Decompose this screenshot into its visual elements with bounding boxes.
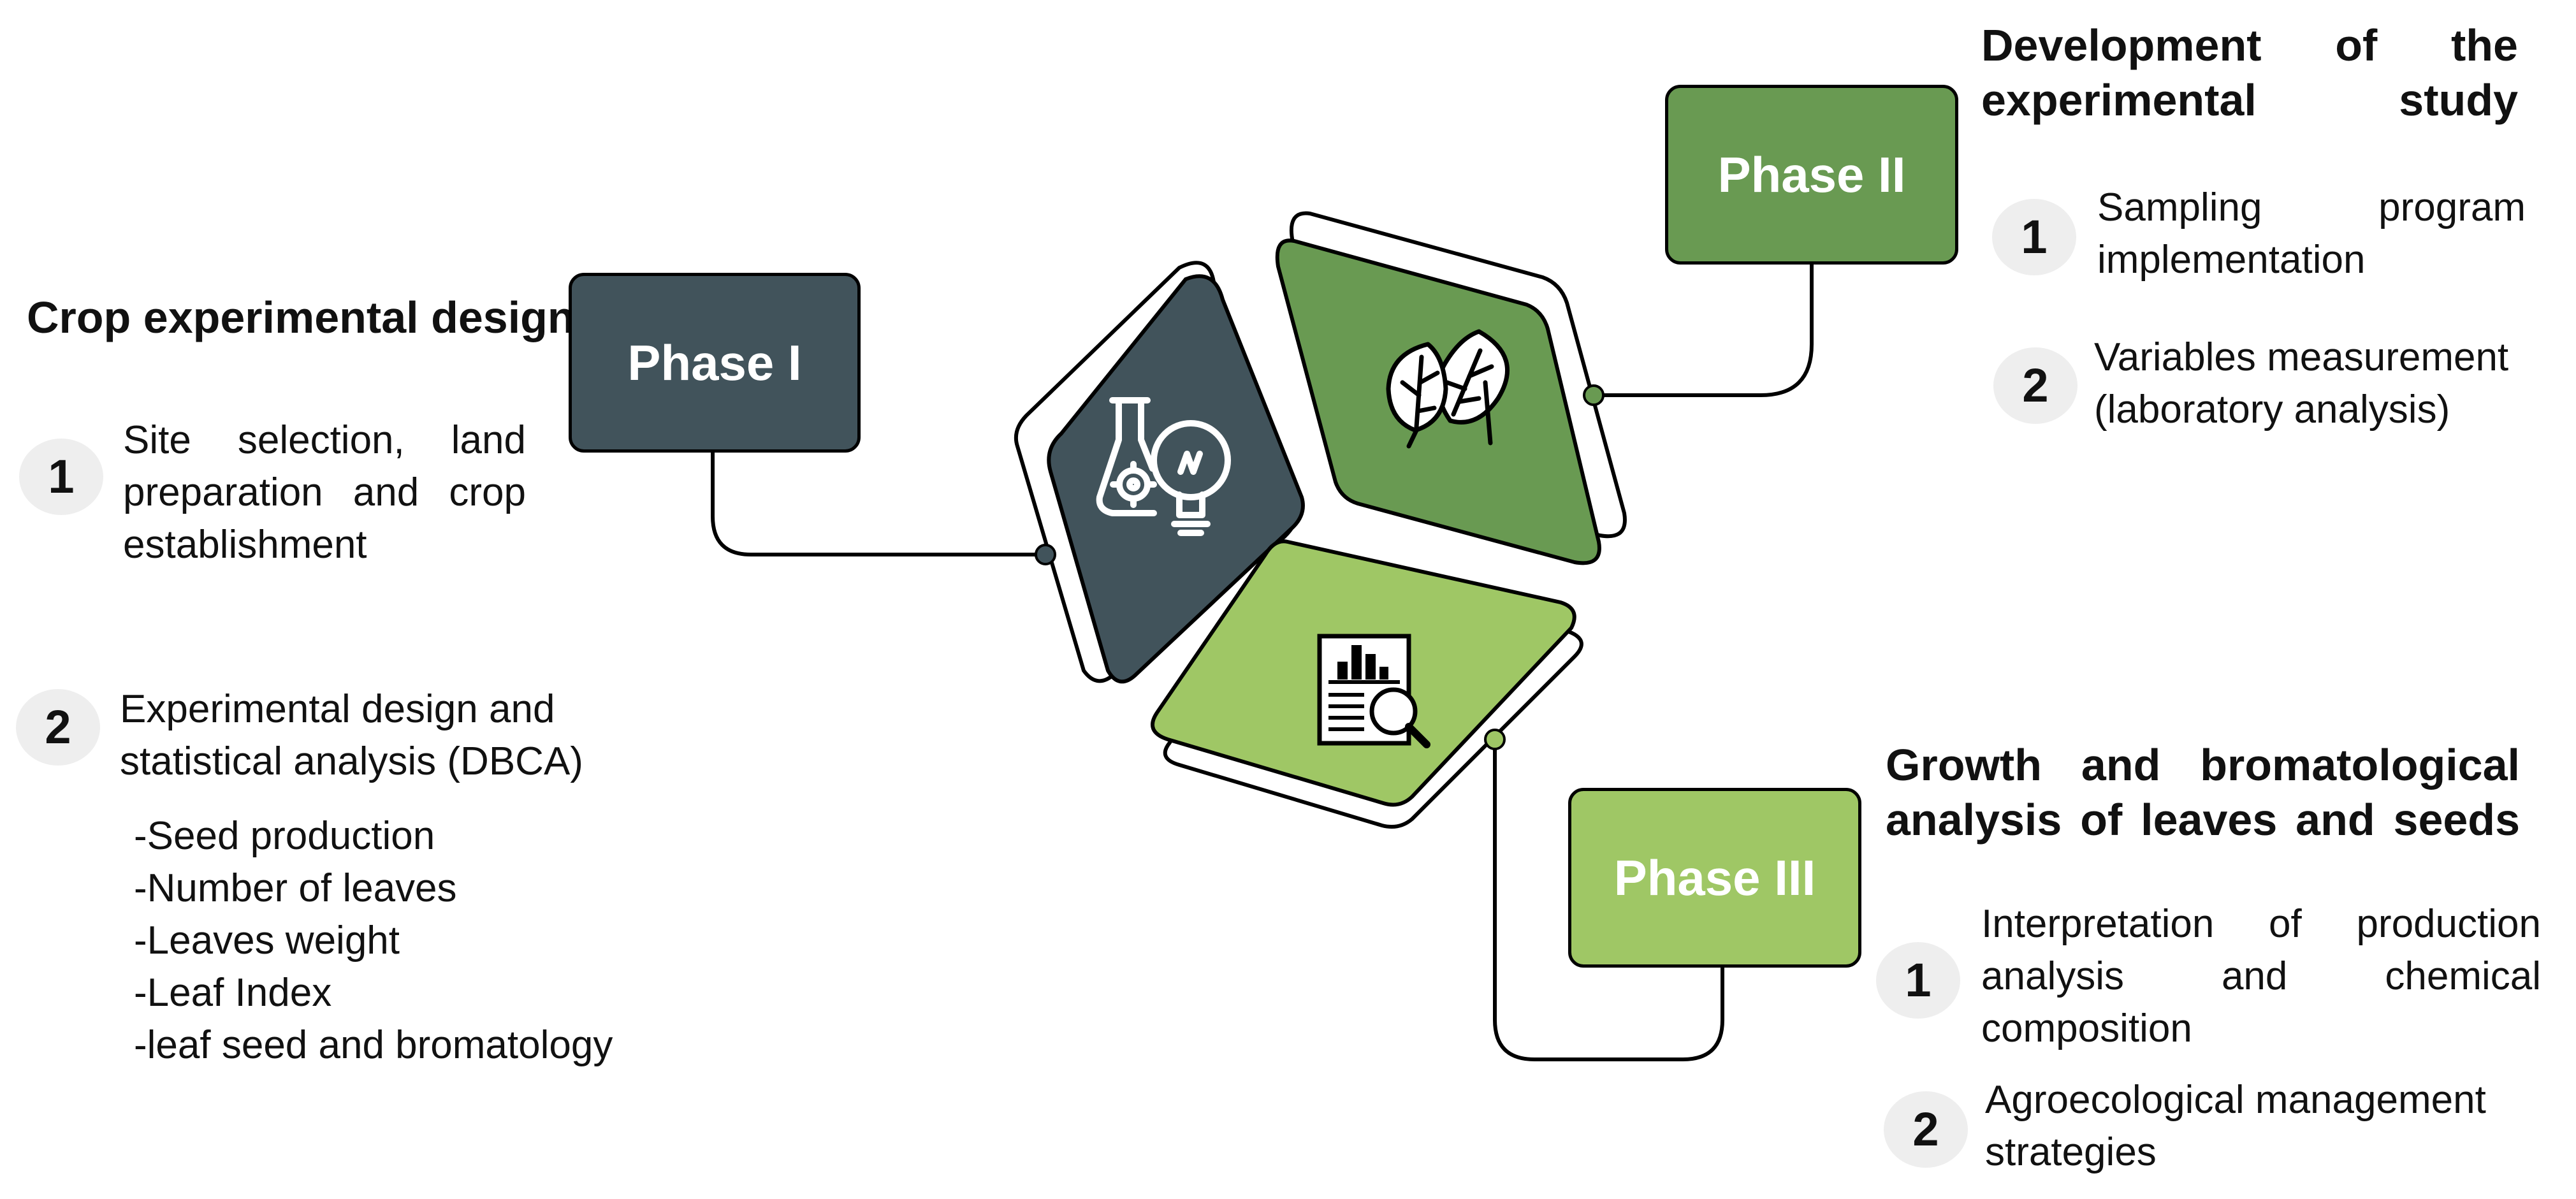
phase-2-connector-dot [1583, 384, 1605, 406]
phase-3-title: Growth and bromatological analysis of le… [1886, 740, 2520, 845]
phase-2-item-1-number: 1 [1992, 199, 2076, 275]
phase-3-connector-dot [1484, 729, 1506, 750]
phase-1-connector [711, 451, 1045, 556]
phase-1-item-1-number: 1 [19, 439, 103, 515]
phase-2-item-2-text: Variables measurement (laboratory analys… [2094, 335, 2509, 432]
phase-1-subitem-3: -Leaves weight [134, 919, 400, 963]
phase-1-item-2-text: Experimental design and statistical anal… [120, 687, 583, 783]
phase-2-connector [1594, 263, 1814, 397]
report-magnifier-icon [1317, 634, 1430, 748]
phase-1-subitem-2: -Number of leaves [134, 866, 457, 910]
phase-3-item-2-number: 2 [1884, 1091, 1968, 1168]
phase-2-label: Phase II [1665, 85, 1958, 265]
phase-1-item-1-text: Site selection, land preparation and cro… [123, 418, 526, 567]
phase-1-tile-fill [1047, 274, 1305, 684]
phase-1-label: Phase I [569, 273, 861, 453]
leaves-icon [1386, 329, 1510, 449]
phase-1-item-2-number: 2 [16, 689, 100, 766]
phase-3-label: Phase III [1568, 788, 1861, 968]
phase-3-item-1-number: 1 [1876, 942, 1960, 1019]
phase-3-connector [1493, 739, 1724, 1061]
phase-3-item-1-text: Interpretation of production analysis an… [1981, 902, 2541, 1050]
phase-2-item-2-number: 2 [1993, 347, 2078, 424]
phase-1-title: Crop experimental design [27, 293, 575, 342]
phase-3-item-2-text: Agroecological management strategies [1985, 1078, 2486, 1174]
phase-1-subitem-1: -Seed production [134, 814, 435, 858]
phase-1-subitem-5: -leaf seed and bromatology [134, 1023, 613, 1067]
flask-lightbulb-icon [1096, 397, 1231, 536]
phase-1-subitem-4: -Leaf Index [134, 971, 332, 1015]
phase-2-item-1-text: Sampling program implementation [2097, 185, 2526, 282]
phase-2-title: Development of the experimental study [1981, 20, 2518, 125]
phase-1-connector-dot [1035, 544, 1056, 565]
